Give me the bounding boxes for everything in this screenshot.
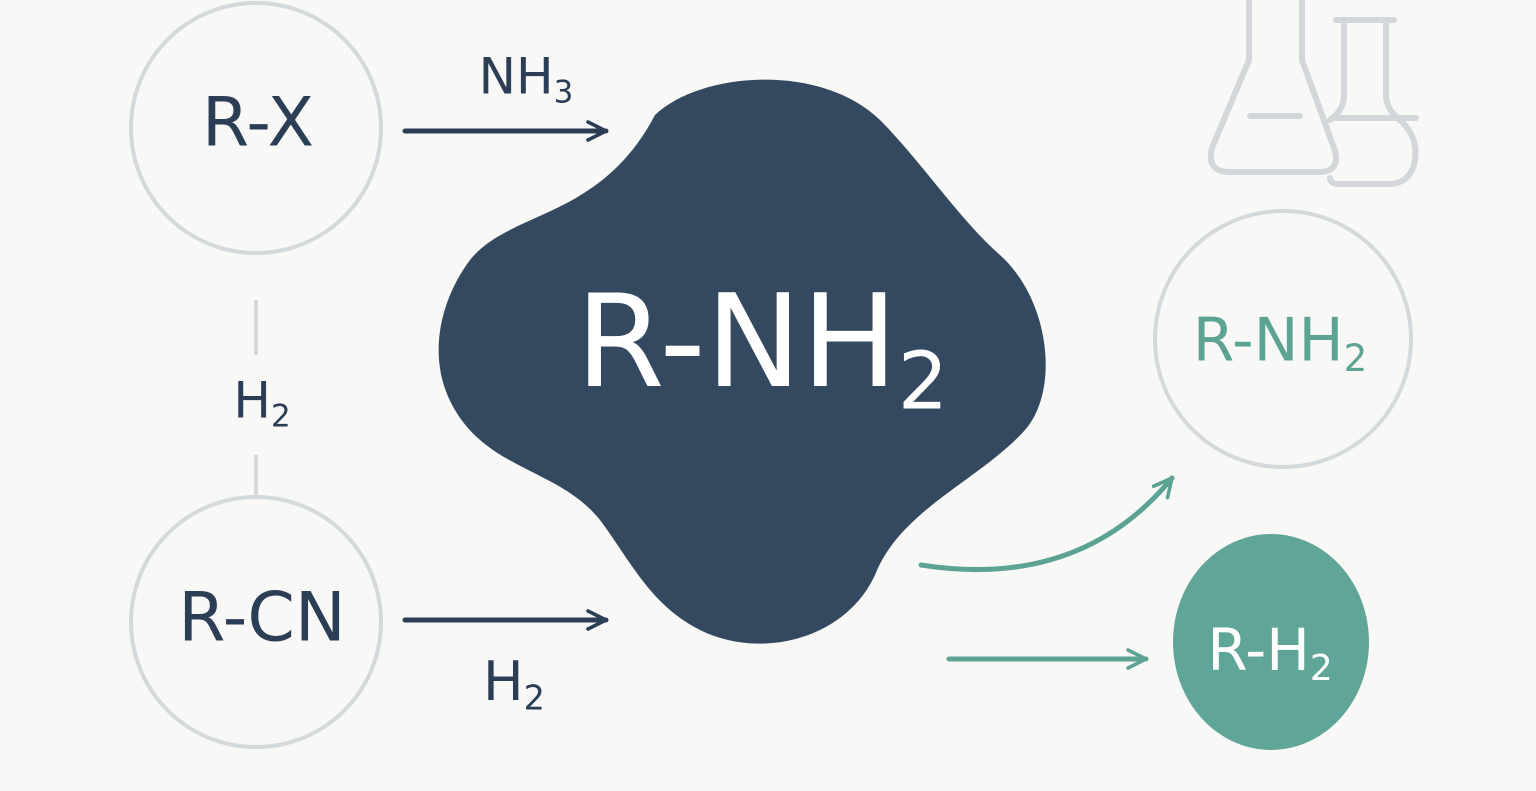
ammonia-reagent-label: NH3 <box>478 47 574 111</box>
side-product-circle <box>1173 534 1369 750</box>
beaker-icon <box>1327 17 1419 187</box>
product-circle <box>1153 209 1413 469</box>
hydrogen-reagent-label: H2 <box>483 650 545 718</box>
amine-product-label: R-NH2 <box>575 268 949 428</box>
amine-blob <box>438 79 1046 644</box>
flask-icon <box>1207 0 1339 175</box>
hydrogen-link-label: H2 <box>233 371 291 435</box>
haloalkane-label: R-X <box>201 83 315 163</box>
product-circle-label: R-NH2 <box>1192 305 1368 381</box>
side-product-label: R-H2 <box>1207 615 1333 690</box>
nitrile-label: R-CN <box>178 578 346 658</box>
haloalkane-circle <box>129 1 383 255</box>
curved-product-arrow <box>918 475 1175 573</box>
